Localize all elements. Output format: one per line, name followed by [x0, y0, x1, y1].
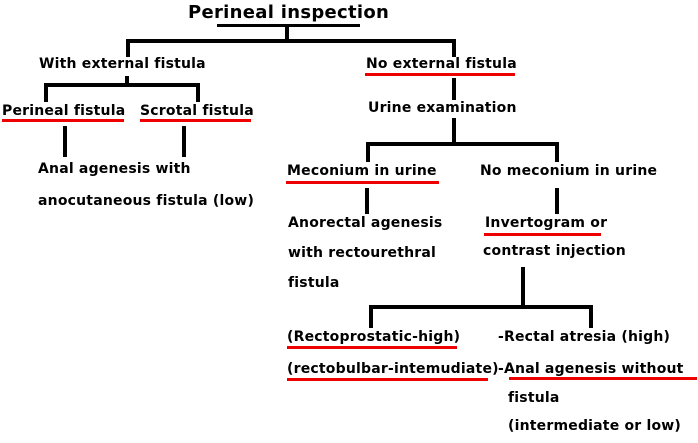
node-perineal-fistula: Perineal fistula	[2, 103, 126, 119]
underline-scrotal-fistula	[140, 119, 251, 122]
underline-meconium	[286, 181, 439, 184]
connector-drop-rectoprostatic	[369, 309, 373, 328]
connector-drop-with-external	[126, 43, 130, 57]
connector-stub-with-external	[125, 76, 129, 85]
connector-title-stub	[285, 26, 289, 41]
connector-stub-perineal-down	[63, 126, 67, 157]
node-rectoprostatic-high: (Rectoprostatic-high)	[287, 329, 461, 345]
node-anorectal-agenesis-line2: with rectourethral	[288, 245, 437, 261]
connector-drop-rectal-atresia	[589, 309, 593, 328]
flowchart-title: Perineal inspection	[188, 2, 390, 23]
connector-drop-no-external	[452, 43, 456, 57]
underline-perineal-fistula	[2, 119, 124, 122]
title-underline	[217, 24, 360, 27]
connector-stub-meconium-down	[365, 188, 369, 214]
connector-bottom-horizontal	[369, 305, 593, 309]
connector-drop-no-meconium	[555, 146, 559, 162]
underline-no-external	[365, 73, 515, 76]
node-urine-examination: Urine examination	[368, 100, 517, 116]
node-rectal-atresia-high: -Rectal atresia (high)	[498, 329, 671, 345]
connector-urine-to-branch	[452, 118, 456, 144]
node-no-external-fistula: No external fistula	[366, 56, 517, 72]
node-anorectal-agenesis-line3: fistula	[288, 275, 340, 291]
node-no-meconium-in-urine: No meconium in urine	[480, 163, 658, 179]
connector-stub-no-meconium-down	[555, 188, 559, 214]
node-anal-agenesis-without-line3: (intermediate or low)	[508, 418, 682, 434]
connector-main-horizontal	[126, 39, 456, 43]
node-invertogram-line2: contrast injection	[483, 243, 626, 259]
underline-rectoprostatic	[287, 346, 457, 349]
connector-drop-scrotal	[196, 87, 200, 102]
node-anal-agenesis-without-line1: -Anal agenesis without	[498, 361, 684, 377]
node-invertogram-line1: Invertogram or	[485, 215, 608, 231]
connector-drop-meconium	[366, 146, 370, 162]
connector-no-external-to-urine	[452, 78, 456, 100]
connector-drop-perineal	[44, 87, 48, 102]
node-anorectal-agenesis-line1: Anorectal agenesis	[288, 215, 443, 231]
connector-stub-scrotal-down	[182, 126, 186, 157]
underline-invertogram	[484, 233, 601, 236]
node-rectobulbar-intermediate: (rectobulbar-intemudiate)	[287, 361, 499, 377]
connector-left-horizontal	[44, 83, 200, 87]
node-with-external-fistula: With external fistula	[39, 56, 206, 72]
node-meconium-in-urine: Meconium in urine	[287, 163, 437, 179]
node-anal-agenesis-line1: Anal agenesis with	[38, 161, 191, 177]
node-anal-agenesis-line2: anocutaneous fistula (low)	[38, 193, 255, 209]
node-anal-agenesis-without-line2: fistula	[508, 390, 560, 406]
connector-invertogram-down	[521, 267, 525, 309]
underline-anal-without	[509, 377, 697, 380]
connector-urine-horizontal	[366, 142, 559, 146]
node-scrotal-fistula: Scrotal fistula	[140, 103, 254, 119]
underline-rectobulbar	[287, 378, 488, 381]
